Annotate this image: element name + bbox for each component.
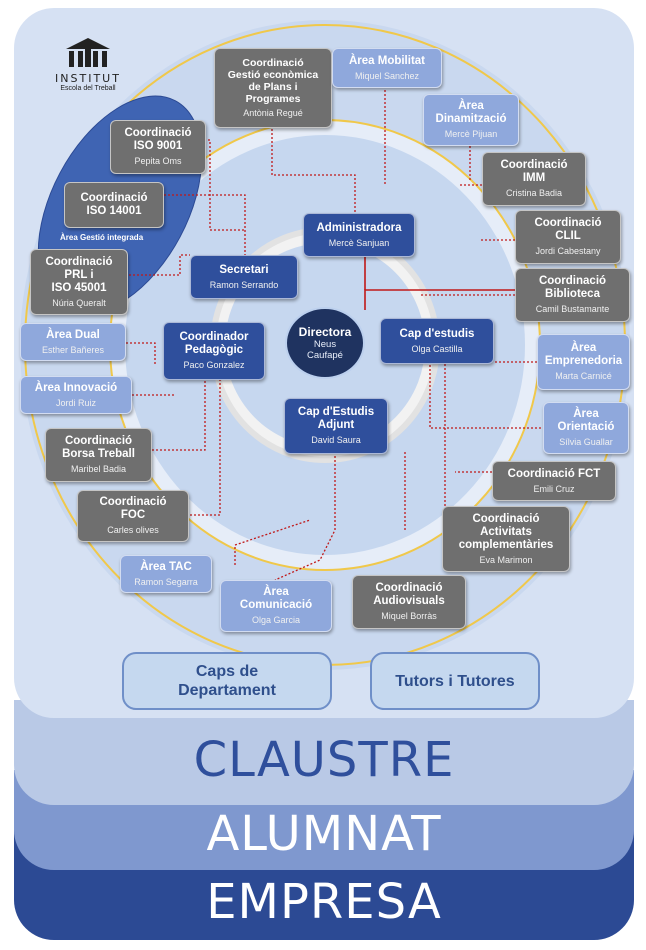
activitats-name: Eva Marimon	[479, 554, 533, 565]
mobilitat-node[interactable]: Àrea Mobilitat Miquel Sanchez	[332, 48, 442, 88]
prl-title: Coordinació PRL i ISO 45001	[45, 255, 113, 294]
innovacio-title: Àrea Innovació	[34, 381, 118, 394]
coordinador-pedagogic-node[interactable]: Coordinador Pedagògic Paco Gonzalez	[163, 322, 265, 380]
iso14001-node[interactable]: Coordinació ISO 14001	[64, 182, 164, 228]
director-node[interactable]: Directora Neus Caufapé	[285, 307, 365, 379]
emprenedoria-node[interactable]: Àrea Emprenedoria Marta Carnicé	[537, 334, 630, 390]
secretari-title: Secretari	[219, 263, 269, 276]
caps-departament-button[interactable]: Caps de Departament	[122, 652, 332, 710]
administradora-name: Mercè Sanjuan	[328, 237, 390, 248]
audiovisuals-node[interactable]: Coordinació Audiovisuals Miquel Borràs	[352, 575, 466, 629]
secretari-name: Ramon Serrando	[209, 279, 279, 290]
building-logo-icon	[66, 38, 110, 67]
borsa-title: Coordinació Borsa Treball	[62, 435, 135, 460]
clil-name: Jordi Cabestany	[535, 246, 601, 256]
director-name-1: Neus	[313, 339, 337, 350]
activitats-title: Coordinació Activitats complementàries	[458, 512, 554, 551]
mobilitat-title: Àrea Mobilitat	[348, 54, 426, 67]
dinamitzacio-node[interactable]: Àrea Dinamització Mercè Pijuan	[423, 94, 519, 146]
iso9001-name: Pepita Oms	[134, 156, 182, 166]
tutors-button[interactable]: Tutors i Tutores	[370, 652, 540, 710]
fct-name: Emili Cruz	[533, 483, 575, 494]
administradora-title: Administradora	[316, 221, 402, 234]
foc-name: Carles olives	[107, 525, 159, 535]
cap-estudis-title: Cap d'estudis	[399, 327, 475, 340]
clil-node[interactable]: Coordinació CLIL Jordi Cabestany	[515, 210, 621, 264]
audiovisuals-title: Coordinació Audiovisuals	[373, 582, 445, 607]
coordinador-pedagogic-title: Coordinador Pedagògic	[179, 331, 249, 356]
cap-estudis-name: Olga Castilla	[411, 343, 463, 354]
foc-title: Coordinació FOC	[99, 496, 167, 521]
alumnat-label: ALUMNAT	[206, 806, 442, 862]
dual-name: Esther Bañeres	[41, 344, 105, 355]
biblioteca-title: Coordinació Biblioteca	[538, 275, 607, 300]
logo-subtitle: Escola del Treball	[60, 85, 116, 92]
orientacio-name: Sílvia Guallar	[559, 437, 613, 447]
connector-lines	[105, 90, 545, 581]
gestio-economica-node[interactable]: Coordinació Gestió econòmica de Plans i …	[214, 48, 332, 128]
claustre-label: CLAUSTRE	[193, 732, 455, 788]
audiovisuals-name: Miquel Borràs	[381, 611, 437, 621]
dinamitzacio-name: Mercè Pijuan	[444, 129, 498, 139]
emprenedoria-title: Àrea Emprenedoria	[544, 342, 623, 367]
orientacio-title: Àrea Orientació	[557, 408, 615, 433]
cap-estudis-adjunt-title: Cap d'Estudis Adjunt	[297, 406, 375, 431]
biblioteca-node[interactable]: Coordinació Biblioteca Camil Bustamante	[515, 268, 630, 322]
director-title: Directora	[298, 325, 352, 339]
cap-estudis-node[interactable]: Cap d'estudis Olga Castilla	[380, 318, 494, 364]
administradora-node[interactable]: Administradora Mercè Sanjuan	[303, 213, 415, 257]
iso9001-title: Coordinació ISO 9001	[124, 127, 192, 152]
biblioteca-name: Camil Bustamante	[535, 304, 610, 314]
comunicacio-node[interactable]: Àrea Comunicació Olga Garcia	[220, 580, 332, 632]
mobilitat-name: Miquel Sanchez	[354, 70, 420, 81]
iso9001-node[interactable]: Coordinació ISO 9001 Pepita Oms	[110, 120, 206, 174]
imm-node[interactable]: Coordinació IMM Cristina Badia	[482, 152, 586, 206]
foc-node[interactable]: Coordinació FOC Carles olives	[77, 490, 189, 542]
cap-estudis-adjunt-node[interactable]: Cap d'Estudis Adjunt David Saura	[284, 398, 388, 454]
clil-title: Coordinació CLIL	[534, 217, 602, 242]
imm-name: Cristina Badia	[505, 188, 563, 198]
tac-name: Ramon Segarra	[134, 576, 198, 587]
director-name-2: Caufapé	[307, 350, 343, 361]
cap-estudis-adjunt-name: David Saura	[311, 435, 361, 445]
tac-node[interactable]: Àrea TAC Ramon Segarra	[120, 555, 212, 593]
emprenedoria-name: Marta Carnicé	[555, 371, 612, 381]
gestio-economica-name: Antònia Regué	[243, 108, 303, 118]
dinamitzacio-title: Àrea Dinamització	[435, 100, 507, 125]
tac-title: Àrea TAC	[140, 560, 192, 573]
innovacio-name: Jordi Ruiz	[55, 397, 96, 408]
comunicacio-name: Olga Garcia	[251, 615, 301, 625]
empresa-label: EMPRESA	[206, 874, 442, 930]
dual-node[interactable]: Àrea Dual Esther Bañeres	[20, 323, 126, 361]
activitats-node[interactable]: Coordinació Activitats complementàries E…	[442, 506, 570, 572]
logo-name: INSTITUT	[55, 72, 121, 85]
prl-node[interactable]: Coordinació PRL i ISO 45001 Núria Queral…	[30, 249, 128, 315]
iso14001-title: Coordinació ISO 14001	[80, 192, 148, 217]
borsa-name: Maribel Badia	[70, 464, 127, 474]
innovacio-node[interactable]: Àrea Innovació Jordi Ruiz	[20, 376, 132, 414]
borsa-node[interactable]: Coordinació Borsa Treball Maribel Badia	[45, 428, 152, 482]
comunicacio-title: Àrea Comunicació	[239, 586, 313, 611]
prl-name: Núria Queralt	[52, 297, 106, 308]
fct-node[interactable]: Coordinació FCT Emili Cruz	[492, 461, 616, 501]
orientacio-node[interactable]: Àrea Orientació Sílvia Guallar	[543, 402, 629, 454]
coordinador-pedagogic-name: Paco Gonzalez	[183, 360, 245, 370]
imm-title: Coordinació IMM	[500, 159, 568, 184]
fct-title: Coordinació FCT	[507, 467, 601, 480]
dual-title: Àrea Dual	[46, 328, 100, 341]
gestio-economica-title: Coordinació Gestió econòmica de Plans i …	[227, 57, 319, 105]
gestio-integrada-label: Àrea Gestió integrada	[60, 233, 144, 242]
institut-logo: INSTITUT Escola del Treball	[52, 35, 124, 95]
secretari-node[interactable]: Secretari Ramon Serrando	[190, 255, 298, 299]
